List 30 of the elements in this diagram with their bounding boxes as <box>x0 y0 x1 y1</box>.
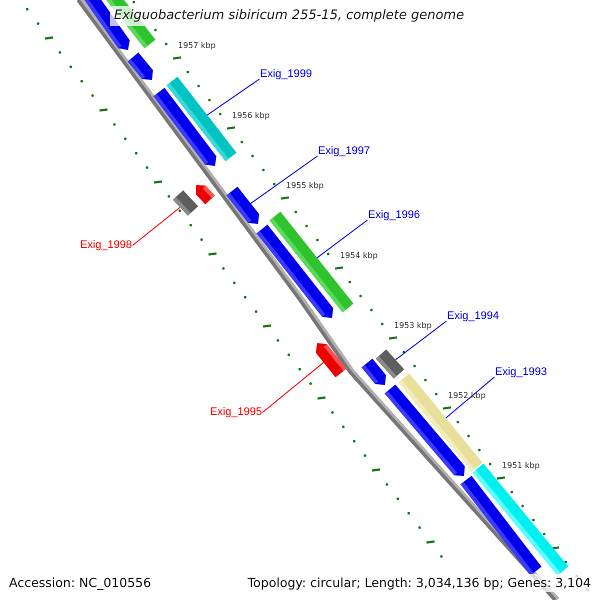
gene-label: Exig_1996 <box>368 209 420 222</box>
gene-feature <box>226 186 260 224</box>
leader-line <box>395 320 447 360</box>
gene-feature <box>153 88 216 166</box>
gene-bar <box>460 476 542 576</box>
scale-label: 1957 kbp <box>178 41 216 51</box>
gene-block <box>172 190 198 216</box>
scale-label: 1951 kbp <box>502 461 540 471</box>
accession-note: Accession: NC_010556 <box>8 574 152 592</box>
gene-feature <box>128 52 153 80</box>
scale-label: 1955 kbp <box>286 181 324 191</box>
gene-label: Exig_1998 <box>80 239 132 252</box>
leader-line <box>316 220 368 258</box>
gene-feature <box>256 224 334 318</box>
leader-line <box>262 362 324 413</box>
scale-label: 1952 kbp <box>448 391 486 401</box>
gene-feature <box>362 358 386 385</box>
gene-label: Exig_1997 <box>318 145 370 158</box>
gene-label: Exig_1993 <box>495 366 547 379</box>
scale-label: 1956 kbp <box>232 111 270 121</box>
gene-label: Exig_1995 <box>210 406 262 419</box>
leader-line <box>445 376 495 418</box>
gene-label: Exig_1999 <box>260 68 312 81</box>
leader-line <box>132 206 181 246</box>
scale-label: 1954 kbp <box>340 251 378 261</box>
scale-label: 1953 kbp <box>394 321 432 331</box>
gene-label: Exig_1994 <box>447 310 499 323</box>
gene-feature <box>196 185 215 204</box>
leader-line <box>250 156 318 204</box>
gene-feature <box>316 343 346 378</box>
